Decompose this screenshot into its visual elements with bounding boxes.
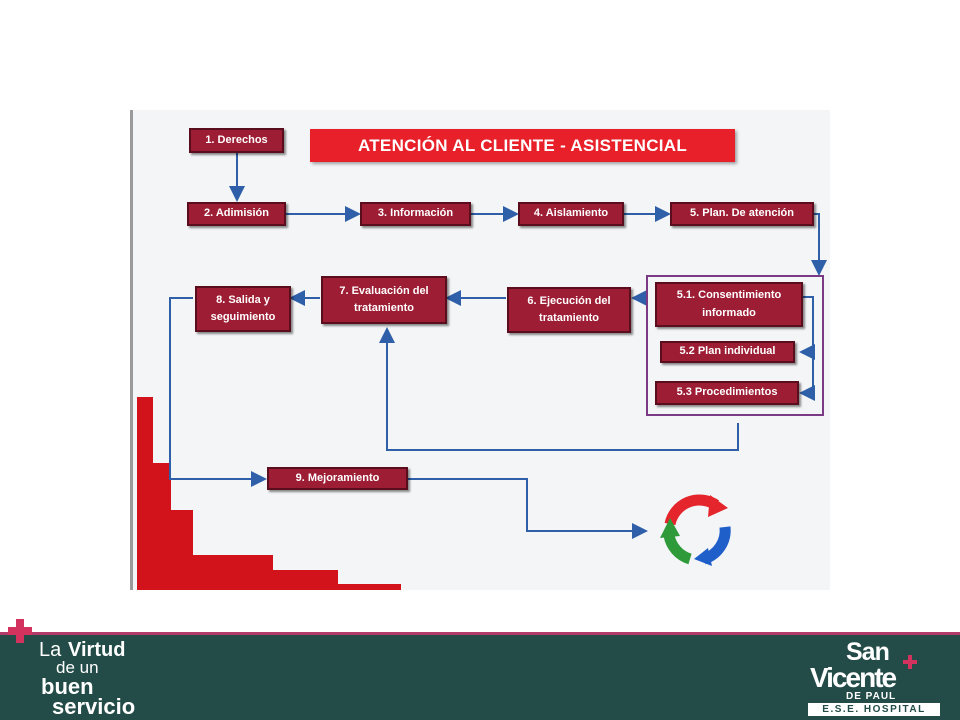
slogan-servicio: servicio [52, 694, 136, 719]
step-3-label: 3. Información [377, 207, 454, 220]
step-4-label: 4. Aislamiento [533, 207, 609, 220]
slogan-virtud: Virtud [68, 639, 126, 661]
slogan-buen: buen [41, 674, 94, 699]
step-8-salida: 8. Salida y seguimiento [195, 286, 291, 332]
arrow-5-to-group [811, 213, 827, 276]
step-5-1-consentimiento: 5.1. Consentimiento informado [655, 282, 803, 327]
step-2-admision: 2. Adimisión [187, 202, 286, 226]
step-5-label: 5. Plan. De atención [690, 207, 794, 220]
process-diagram: ATENCIÓN AL CLIENTE - ASISTENCIAL 1. Der… [130, 110, 830, 590]
brand-ese-label: E.S.E. HOSPITAL [822, 704, 926, 715]
step-8-label-line1: 8. Salida y [216, 293, 270, 306]
brand-ese-badge: E.S.E. HOSPITAL [808, 703, 940, 716]
brand-de-paul: DE PAUL [846, 691, 897, 702]
step-3-informacion: 3. Información [360, 202, 471, 226]
step-1-derechos: 1. Derechos [189, 128, 284, 153]
step-5-2-plan-individual: 5.2 Plan individual [660, 341, 795, 363]
brand-plus-icon [903, 655, 917, 669]
step-5-3-label: 5.3 Procedimientos [676, 386, 778, 399]
brand-vicente: Vicente [810, 662, 897, 693]
step-5-2-label: 5.2 Plan individual [679, 345, 776, 358]
step-9-mejoramiento: 9. Mejoramiento [267, 467, 408, 490]
arrow-8-to-9 [169, 297, 267, 487]
step-6-ejecucion: 6. Ejecución del tratamiento [507, 287, 631, 333]
step-8-label-line2: seguimiento [210, 311, 276, 323]
step-6-label-line2: tratamiento [539, 312, 599, 324]
step-5-1-label-line1: 5.1. Consentimiento [676, 289, 782, 302]
brand-san: San [846, 638, 890, 666]
step-4-aislamiento: 4. Aislamiento [518, 202, 624, 226]
step-6-label-line1: 6. Ejecución del [527, 294, 611, 307]
footer-bar [0, 632, 960, 720]
diagram-title: ATENCIÓN AL CLIENTE - ASISTENCIAL [310, 129, 735, 162]
slogan-de-un: de un [56, 658, 99, 677]
arrow-51-to-52 [799, 296, 815, 360]
step-5-3-procedimientos: 5.3 Procedimientos [655, 381, 799, 405]
staircase-shape [137, 397, 401, 590]
step-7-label-line2: tratamiento [354, 302, 414, 314]
arrow-9-to-cycle [408, 478, 648, 539]
plus-icon [8, 619, 32, 643]
slogan-la: La [39, 639, 62, 661]
plan-substeps-group [646, 275, 824, 416]
connector-lines [137, 153, 827, 590]
step-2-label: 2. Adimisión [204, 207, 269, 220]
step-7-evaluacion: 7. Evaluación del tratamiento [321, 276, 447, 324]
step-9-label: 9. Mejoramiento [295, 471, 380, 484]
step-1-label: 1. Derechos [205, 133, 268, 146]
arrow-group-to-7-loop [379, 327, 739, 451]
step-5-plan-atencion: 5. Plan. De atención [670, 202, 814, 226]
cycle-arrows-icon [660, 494, 731, 566]
arrow-52-to-53 [799, 352, 815, 401]
step-5-1-label-line2: informado [702, 306, 756, 319]
step-7-label-line1: 7. Evaluación del [339, 284, 429, 297]
